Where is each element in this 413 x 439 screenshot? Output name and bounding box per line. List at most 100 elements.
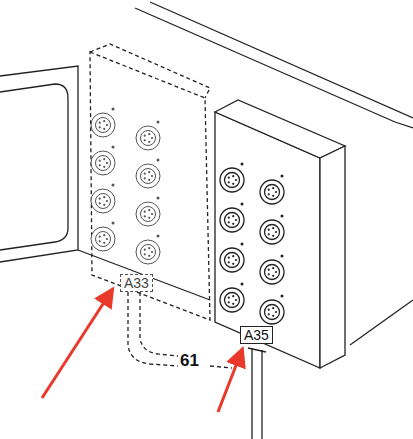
connector-pin	[148, 179, 150, 181]
connector-pin	[99, 202, 101, 204]
connector-pin	[232, 303, 234, 305]
connector-pin	[99, 236, 101, 238]
connector-mark	[157, 121, 160, 124]
connector-pin	[235, 219, 237, 221]
connector-pin	[232, 255, 234, 257]
connector-pin	[232, 223, 234, 225]
connector-insert	[141, 207, 156, 222]
connector-pin	[151, 137, 153, 139]
connector-mark	[157, 235, 160, 238]
connector-pin	[272, 315, 274, 317]
connector-mark	[281, 215, 284, 218]
connector-pin	[148, 133, 150, 135]
connector-socket	[91, 227, 115, 251]
connector-pin	[103, 158, 105, 160]
connector-pin	[103, 204, 105, 206]
connector-socket	[220, 168, 244, 192]
connector-pin	[151, 175, 153, 177]
connector-pin	[103, 234, 105, 236]
connector-pin	[103, 128, 105, 130]
callout-number: 61	[178, 352, 201, 369]
connector-insert	[225, 293, 240, 308]
module-label: A33	[120, 274, 153, 292]
connector-pin	[232, 263, 234, 265]
connector-pin	[103, 196, 105, 198]
connector-pin	[148, 217, 150, 219]
connector-insert	[96, 156, 111, 171]
connector-pin	[232, 295, 234, 297]
connector-mark	[281, 295, 284, 298]
connector-mark	[241, 203, 244, 206]
connector-pin	[99, 164, 101, 166]
connector-pin	[144, 211, 146, 213]
connector-mark	[241, 243, 244, 246]
connector-insert	[96, 194, 111, 209]
connector-insert	[96, 118, 111, 133]
connector-insert	[265, 225, 280, 240]
connector-mark	[112, 222, 115, 225]
connector-insert	[225, 173, 240, 188]
connector-pin	[148, 247, 150, 249]
connector-pin	[144, 177, 146, 179]
connector-pin	[268, 269, 270, 271]
connector-pin	[228, 221, 230, 223]
connector-pin	[99, 126, 101, 128]
connector-mark	[157, 197, 160, 200]
connector-pin	[228, 177, 230, 179]
connector-socket	[136, 164, 160, 188]
connector-insert	[225, 253, 240, 268]
connector-socket	[260, 180, 284, 204]
connector-pin	[235, 259, 237, 261]
connector-socket	[91, 151, 115, 175]
connector-pin	[151, 213, 153, 215]
connector-pin	[106, 124, 108, 126]
connector-insert	[265, 185, 280, 200]
connector-pin	[99, 198, 101, 200]
connector-pin	[106, 238, 108, 240]
connector-mark	[112, 108, 115, 111]
connector-pin	[275, 231, 277, 233]
connector-pin	[151, 251, 153, 253]
connector-pin	[99, 122, 101, 124]
connector-insert	[96, 232, 111, 247]
connector-pin	[228, 297, 230, 299]
connector-socket	[136, 202, 160, 226]
connector-pin	[232, 183, 234, 185]
connector-pin	[268, 193, 270, 195]
connector-pin	[144, 249, 146, 251]
connector-pin	[272, 267, 274, 269]
connector-pin	[272, 275, 274, 277]
connector-pin	[272, 307, 274, 309]
connector-mark	[241, 283, 244, 286]
connector-mark	[112, 146, 115, 149]
connector-pin	[106, 200, 108, 202]
connector-pin	[268, 229, 270, 231]
connector-pin	[272, 187, 274, 189]
connector-pin	[99, 240, 101, 242]
connector-pin	[148, 141, 150, 143]
module-label: A35	[240, 326, 273, 344]
connector-pin	[272, 235, 274, 237]
connector-insert	[141, 131, 156, 146]
connector-insert	[141, 169, 156, 184]
connector-pin	[235, 299, 237, 301]
connector-pin	[268, 233, 270, 235]
connector-pin	[103, 166, 105, 168]
connector-pin	[275, 311, 277, 313]
connector-insert	[265, 265, 280, 280]
connector-insert	[141, 245, 156, 260]
connector-pin	[272, 227, 274, 229]
connector-socket	[220, 248, 244, 272]
connector-socket	[220, 208, 244, 232]
connector-mark	[281, 255, 284, 258]
connector-pin	[228, 181, 230, 183]
connector-socket	[260, 220, 284, 244]
connector-pin	[268, 313, 270, 315]
connector-socket	[136, 240, 160, 264]
connector-mark	[241, 163, 244, 166]
connector-pin	[268, 309, 270, 311]
connector-socket	[136, 126, 160, 150]
connector-insert	[265, 305, 280, 320]
